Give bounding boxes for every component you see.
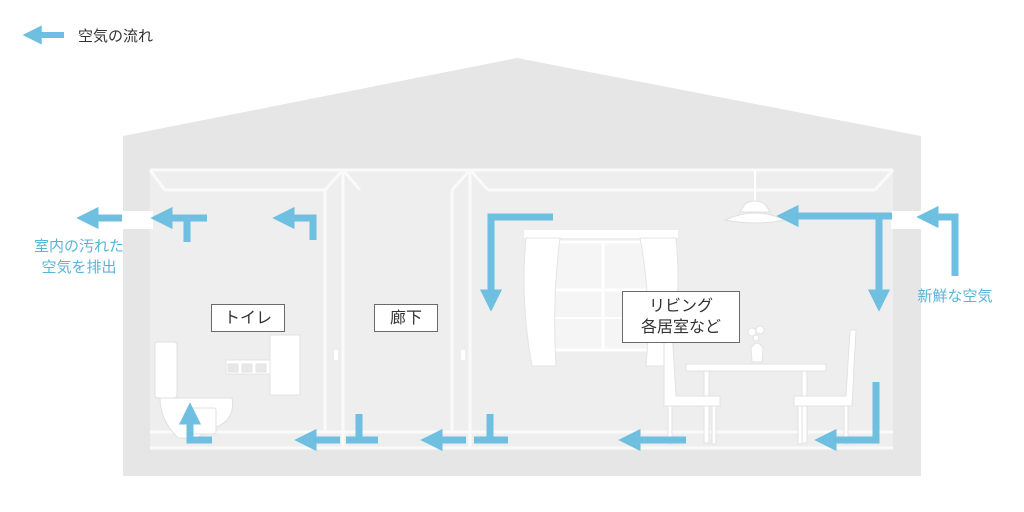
pendant-lamp — [723, 170, 787, 224]
intake-vent-opening — [891, 211, 923, 229]
exhaust-vent-opening — [121, 211, 153, 229]
toilet-hook-arrow-icon — [272, 206, 317, 240]
living-ceiling-arrow-icon — [479, 213, 553, 312]
legend-label: 空気の流れ — [78, 26, 154, 45]
room-label-living: リビング 各居室など — [622, 291, 740, 343]
airflow-arrows — [76, 204, 959, 452]
legend: 空気の流れ — [22, 24, 153, 46]
exhaust-caption: 室内の汚れた 空気を排出 — [20, 236, 138, 278]
room-walls — [148, 168, 895, 450]
hallway-door-handle-right — [461, 350, 465, 360]
toilet-floor-arrow-icon — [178, 402, 212, 444]
living-floor-hook-arrow-icon — [814, 382, 880, 452]
hallway-door-handle-left — [334, 350, 338, 360]
exhaust-caption-line1: 室内の汚れた — [33, 237, 124, 255]
room-label-living-line1: リビング — [648, 296, 713, 315]
intake-down-arrow-icon — [867, 212, 892, 312]
intake-caption: 新鮮な空気 — [917, 287, 993, 305]
room-label-toilet: トイレ — [211, 304, 285, 332]
toilet-sink-counter — [225, 334, 301, 396]
room-label-living-line2: 各居室など — [640, 316, 721, 336]
intake-outside-arrow-icon — [916, 205, 959, 276]
exhaust-caption-line2: 空気を排出 — [41, 258, 117, 276]
room-label-hallway: 廊下 — [374, 304, 438, 332]
